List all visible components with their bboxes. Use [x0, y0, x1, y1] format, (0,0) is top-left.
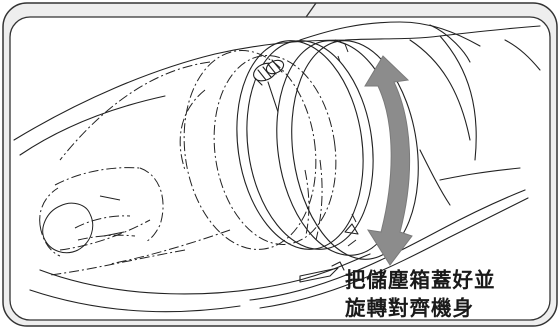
interior-details — [42, 39, 357, 254]
rotation-arrow-icon — [364, 55, 413, 266]
instruction-line-1: 把儲塵箱蓋好並 — [345, 268, 496, 292]
hidden-lines — [39, 50, 337, 276]
instruction-line-2: 旋轉對齊機身 — [345, 296, 474, 320]
latch-knob — [253, 59, 285, 86]
